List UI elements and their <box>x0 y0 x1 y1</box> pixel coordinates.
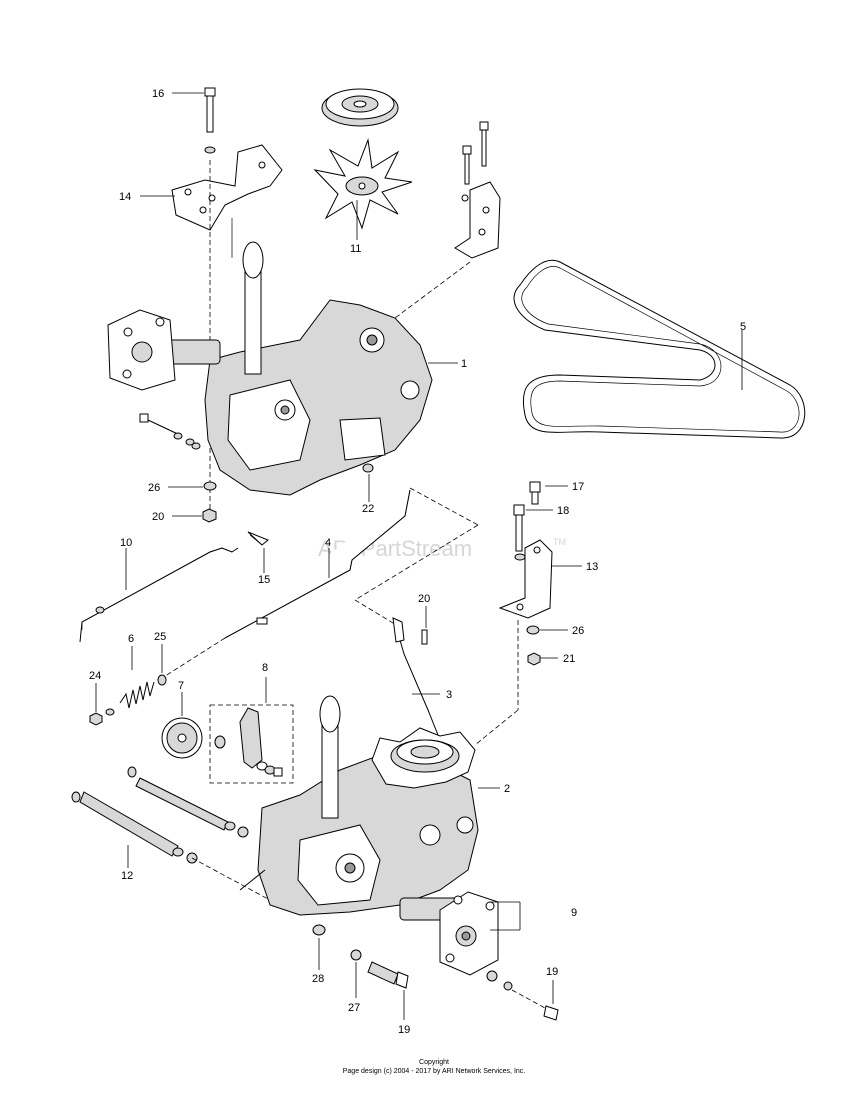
callout-26-right: 26 <box>572 625 584 637</box>
lever-kit-part-8[interactable] <box>209 704 294 784</box>
callout-23: 22 <box>362 503 374 515</box>
callout-4: 4 <box>325 537 331 549</box>
nut-part-21[interactable] <box>202 508 217 523</box>
callout-25: 25 <box>154 631 166 643</box>
callout-26-upper: 26 <box>148 482 160 494</box>
nut-part-22[interactable] <box>527 652 541 666</box>
nut-part-23[interactable] <box>362 463 374 473</box>
callout-20: 20 <box>418 593 430 605</box>
bolt-part-19-left[interactable] <box>367 961 409 989</box>
copyright-label: Copyright <box>419 1059 449 1066</box>
callout-2: 2 <box>504 783 510 795</box>
spring-part-6[interactable] <box>105 681 155 716</box>
callout-18: 18 <box>557 505 569 517</box>
watermark-tm: TM <box>553 537 566 547</box>
washer-part-27[interactable] <box>350 949 362 961</box>
washer-part-28[interactable] <box>312 924 326 936</box>
pin-part-20[interactable] <box>421 629 428 645</box>
rod-part-3[interactable] <box>392 617 441 741</box>
callout-9: 9 <box>571 907 577 919</box>
bracket-part-13[interactable] <box>474 539 553 746</box>
transaxle-part-2[interactable] <box>239 695 499 976</box>
callout-14: 14 <box>119 191 131 203</box>
callout-28: 28 <box>312 973 324 985</box>
sprocket-part-7[interactable] <box>161 717 203 759</box>
callout-19-left: 19 <box>398 1024 410 1036</box>
bolt-part-18[interactable] <box>513 504 525 552</box>
callout-24: 24 <box>89 670 101 682</box>
hub-bracket-part-9[interactable] <box>490 901 521 931</box>
transaxle-part-1[interactable] <box>107 218 433 496</box>
callout-16: 16 <box>152 88 164 100</box>
bolt-part-16[interactable] <box>204 87 216 154</box>
callout-12: 12 <box>121 870 133 882</box>
callout-17: 17 <box>572 481 584 493</box>
upper-right-bracket[interactable] <box>394 121 501 319</box>
callout-1: 1 <box>461 358 467 370</box>
callout-3: 3 <box>446 689 452 701</box>
cooling-fan-part-11[interactable] <box>313 138 413 230</box>
callout-21: 20 <box>152 511 164 523</box>
callout-22: 21 <box>563 653 575 665</box>
copyright-footer: Copyright Page design (c) 2004 - 2017 by… <box>0 1058 868 1076</box>
pulley-top[interactable] <box>321 88 399 127</box>
axle-tube-part-12[interactable] <box>71 766 271 901</box>
leader-lines <box>95 92 743 1020</box>
washer-part-25[interactable] <box>157 674 167 686</box>
washer-part-26-right[interactable] <box>526 625 540 635</box>
drive-belt-part[interactable] <box>513 259 806 439</box>
bolt-part-19-right[interactable] <box>486 970 559 1021</box>
callout-labels: 16 14 11 5 1 26 20 22 10 15 4 17 18 13 2… <box>89 88 746 1036</box>
control-rod-part-4[interactable] <box>161 487 479 679</box>
bolt-part-17[interactable] <box>529 481 541 505</box>
callout-10: 10 <box>120 537 132 549</box>
callout-7: 7 <box>178 680 184 692</box>
washer-part-26-upper[interactable] <box>203 481 217 491</box>
page-design-credit: Page design (c) 2004 - 2017 by ARI Netwo… <box>342 1068 526 1075</box>
callout-19-right: 19 <box>546 966 558 978</box>
callout-11: 11 <box>350 243 361 255</box>
callout-6: 6 <box>128 633 134 645</box>
callout-27: 27 <box>348 1002 360 1014</box>
callout-8: 8 <box>262 662 268 674</box>
callout-5: 5 <box>740 321 746 333</box>
callout-15: 15 <box>258 574 270 586</box>
pin-part-15[interactable] <box>247 531 269 546</box>
callout-13: 13 <box>586 561 598 573</box>
rod-part-10[interactable] <box>79 547 239 643</box>
nut-part-24[interactable] <box>89 712 103 726</box>
bolt-part-upper-left[interactable] <box>139 413 201 450</box>
